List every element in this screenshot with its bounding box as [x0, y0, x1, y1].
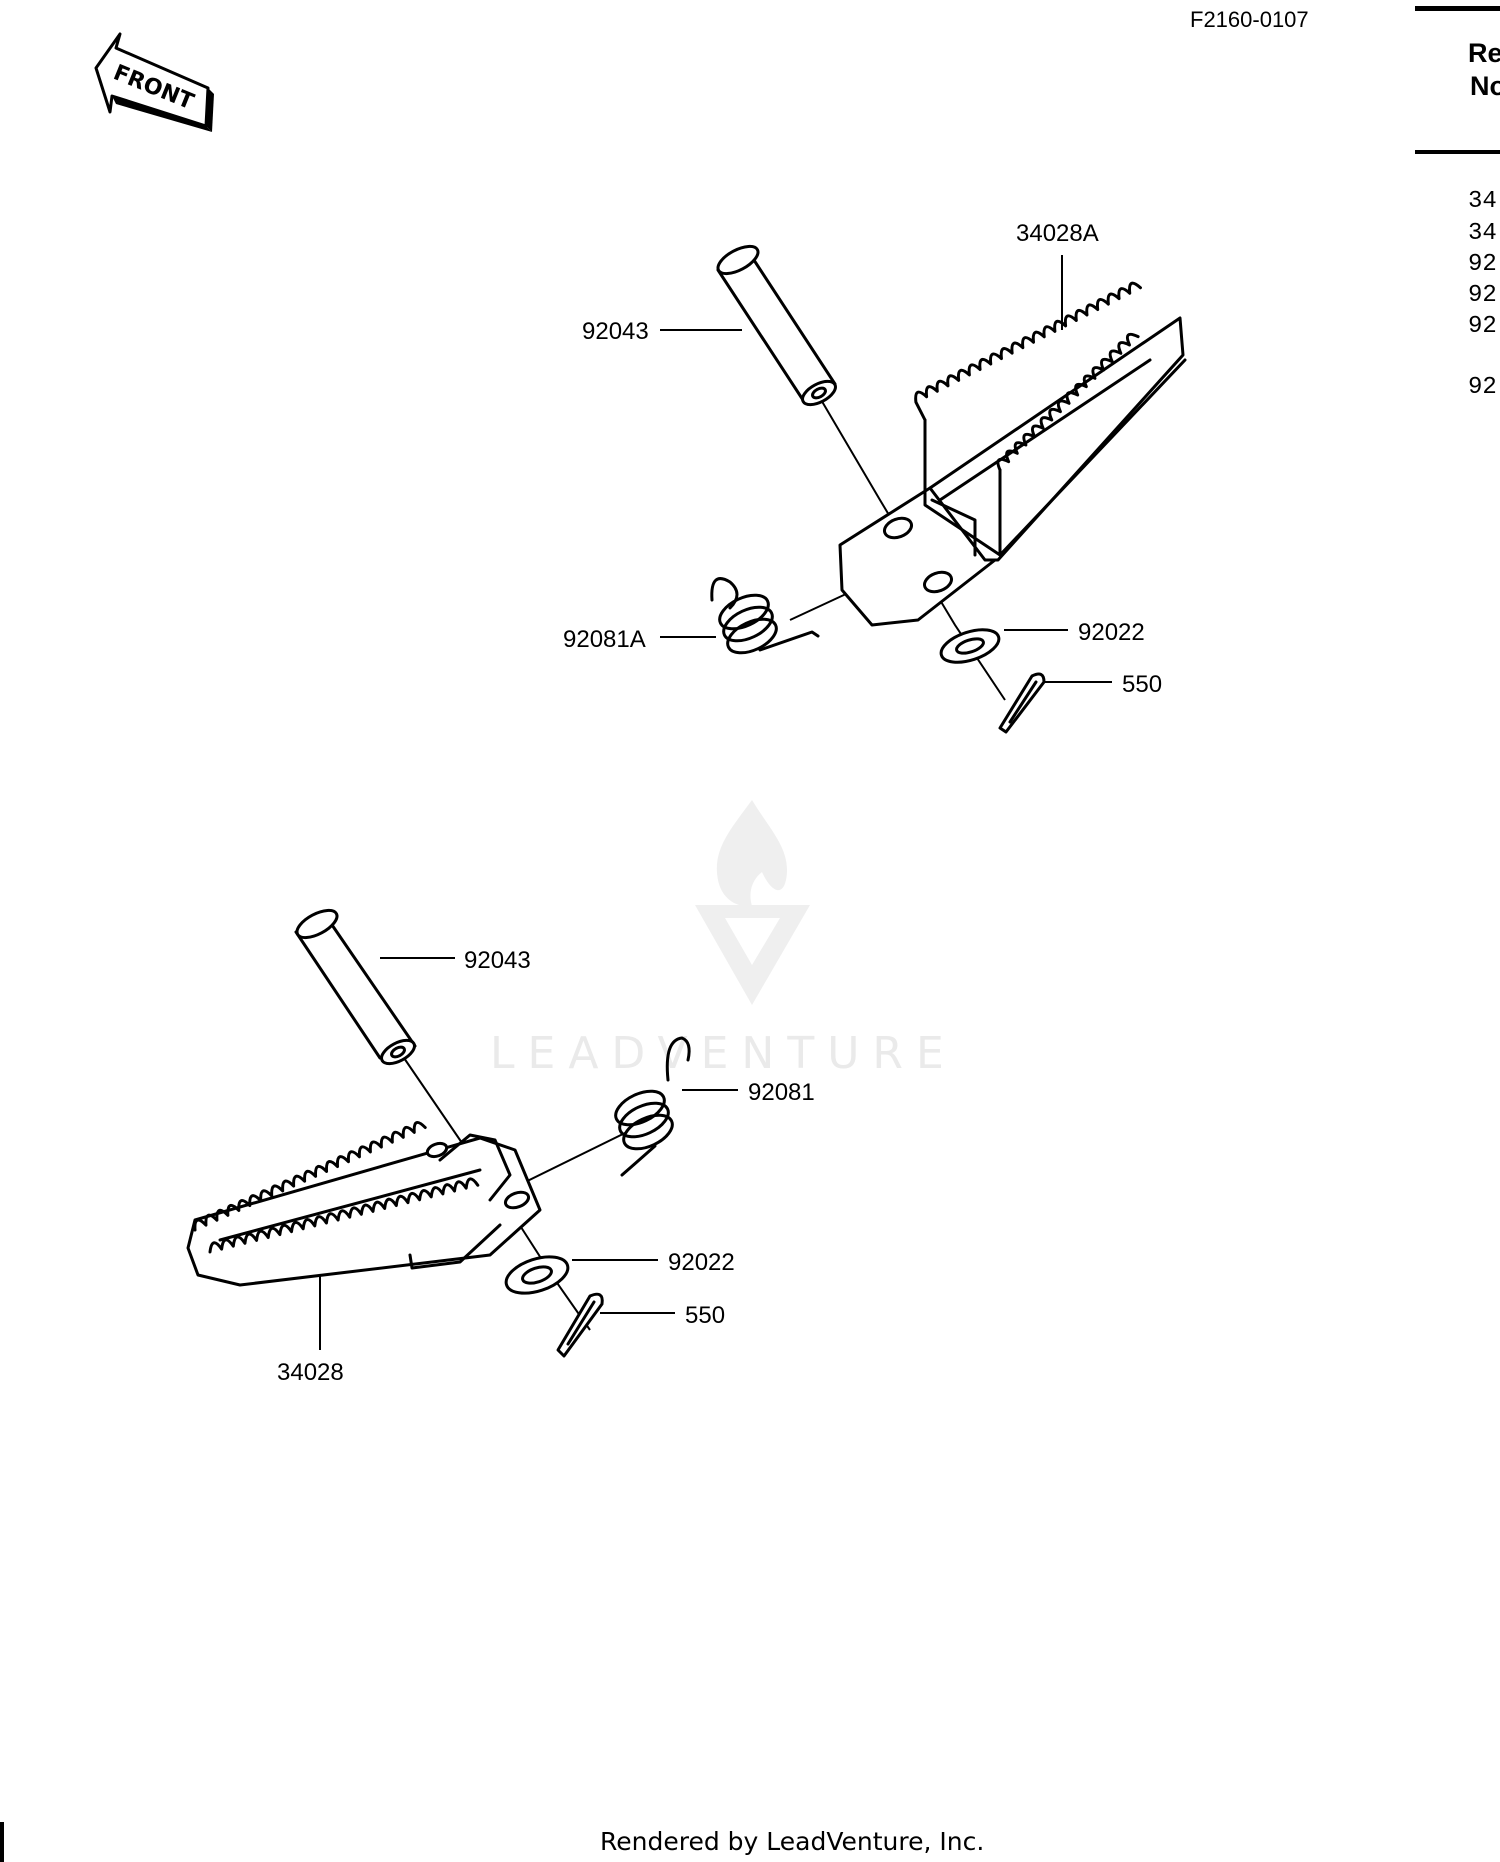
upper-washer-label: 92022	[1078, 619, 1145, 646]
ref-col-item: 92	[1468, 251, 1497, 278]
lower-footpeg	[186, 1120, 542, 1287]
lower-pin	[294, 908, 417, 1066]
lower-cotter-label: 550	[685, 1302, 725, 1329]
watermark-v-icon	[695, 905, 810, 1005]
upper-footpeg-hole	[922, 570, 954, 594]
ref-table: Re No 34 34 92 92 92 92	[1415, 6, 1500, 401]
lower-spring	[614, 1036, 691, 1177]
ref-col-item: 34	[1468, 188, 1497, 215]
upper-cotter-pin	[998, 672, 1046, 734]
upper-pin-label: 92043	[582, 318, 649, 345]
upper-footpeg-label: 34028A	[1016, 220, 1099, 247]
upper-cotter-label: 550	[1122, 671, 1162, 698]
lower-assembly: 92043 92081 92022 550 34028	[186, 908, 815, 1386]
ref-col-item: 34	[1468, 220, 1497, 247]
lower-footpeg-hole	[503, 1190, 531, 1210]
lower-footpeg-hole	[425, 1141, 449, 1159]
ref-col-item: 92	[1468, 313, 1497, 340]
lower-spring-label: 92081	[748, 1079, 815, 1106]
document-id: F2160-0107	[1190, 7, 1309, 32]
upper-footpeg	[838, 281, 1187, 627]
footer-credit: Rendered by LeadVenture, Inc.	[600, 1827, 984, 1856]
lower-footpeg-label: 34028	[277, 1359, 344, 1386]
edge-mark	[0, 1822, 4, 1862]
upper-footpeg-hole	[882, 516, 914, 540]
lower-cotter-pin	[556, 1292, 604, 1358]
upper-spring	[710, 577, 820, 655]
ref-header-line1: Re	[1468, 38, 1500, 68]
watermark-text: LEADVENTURE	[490, 1028, 957, 1079]
ref-col-item: 92	[1468, 282, 1497, 309]
watermark: LEADVENTURE	[490, 800, 957, 1079]
watermark-flame-icon	[716, 800, 788, 907]
lower-washer	[504, 1255, 570, 1295]
ref-col-item: 92	[1468, 374, 1497, 401]
front-arrow-icon: FRONT	[94, 32, 214, 132]
ref-header-line2: No	[1470, 71, 1500, 101]
upper-pin	[716, 244, 837, 407]
lower-pin-label: 92043	[464, 947, 531, 974]
lower-washer-label: 92022	[668, 1249, 735, 1276]
upper-spring-label: 92081A	[563, 626, 646, 653]
upper-assembly: 92043 34028A 92081A 92022 550	[563, 220, 1187, 734]
upper-washer	[939, 628, 1001, 664]
